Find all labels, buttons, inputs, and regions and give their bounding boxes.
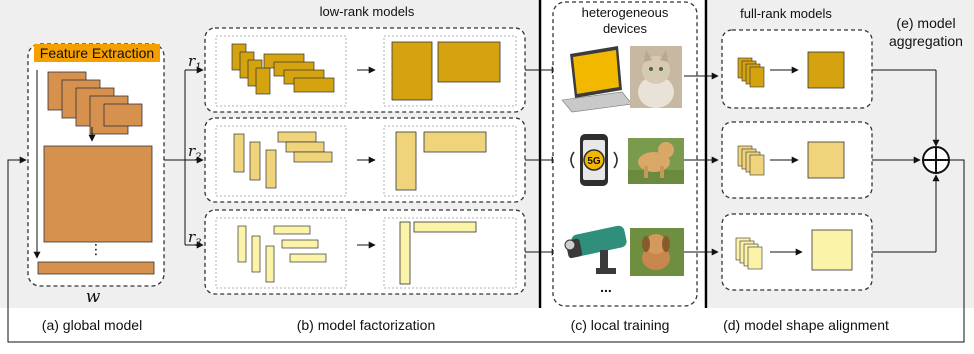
global-output-layer [37,261,155,275]
feedback-loop-arrow [7,156,965,343]
security-camera-icon [564,225,627,274]
factor-1d [255,67,271,95]
factor-result-1-v [437,41,501,83]
rank-label-3: r3 [188,228,202,249]
smartphone-icon: 5G [570,134,618,186]
aligned-model-3 [811,229,853,271]
factor-result-3-u [399,221,411,285]
factor-group-2-box [215,125,347,197]
aggregation-title-line1: (e) model [896,15,955,31]
factor-group-3-box [215,217,347,289]
caption-local-training: (c) local training [571,317,670,333]
factor-result-2-v [423,131,487,153]
full-rank-model-3 [721,213,873,291]
low-rank-model-row-1 [204,27,526,113]
feature-extraction-label: Feature Extraction [40,45,154,61]
factor-2b [249,141,261,181]
laptop-icon [561,46,633,113]
full-rank-models-title: full-rank models [740,6,832,21]
full-rank-model-2 [721,121,873,199]
caption-global-model: (a) global model [42,317,142,333]
full-rank-model-1 [721,29,873,109]
caption-model-shape-alignment: (d) model shape alignment [723,317,889,333]
cat-photo [630,46,682,108]
low-rank-model-row-3 [204,209,526,295]
global-model-panel: Feature Extraction ⋮ w [27,43,165,307]
factor-result-3-v [413,221,477,233]
aggregation-title-line2: aggregation [889,33,963,49]
phone-5g-badge: 5G [587,156,601,167]
global-model-ellipsis: ⋮ [89,241,103,257]
factor-2d [277,131,317,143]
feature-extraction-label-bg [34,44,160,62]
devices-title-line2: devices [603,21,648,36]
weight-symbol: w [86,287,101,307]
factor-result-2-box [383,125,517,197]
devices-title-line1: heterogeneous [582,5,669,20]
caption-model-factorization: (b) model factorization [297,317,436,333]
factor-1h [293,77,335,93]
low-rank-model-row-2 [204,117,526,203]
factor-2a [233,133,245,173]
aligned-model-2 [807,141,845,179]
low-rank-models-title: low-rank models [320,4,415,19]
factor-2e [285,141,325,153]
factor-3a [237,225,247,263]
factor-group-1-box [215,35,347,107]
rank-label-2: r2 [188,142,202,163]
factor-3c [265,245,275,283]
local-training-panel: heterogeneous devices 5G [552,1,698,307]
factor-3d [273,225,311,235]
puppy-photo [628,138,684,184]
factor-3e [281,239,319,249]
aggregation-sum-icon [922,146,950,174]
factor-result-3-box [383,217,517,289]
factor-result-1-u [391,41,433,101]
factor-2f [293,151,333,163]
factor-3b [251,235,261,273]
factor-result-2-u [395,131,417,191]
dog-photo [630,228,684,276]
devices-ellipsis: ... [600,279,612,295]
global-weight-block [43,145,153,243]
aligned-model-1 [807,51,845,89]
factor-2c [265,149,277,189]
feature-map-5 [103,103,143,127]
rank-label-1: r1 [188,52,202,73]
factor-3f [289,253,327,263]
factor-result-1-box [383,35,517,107]
